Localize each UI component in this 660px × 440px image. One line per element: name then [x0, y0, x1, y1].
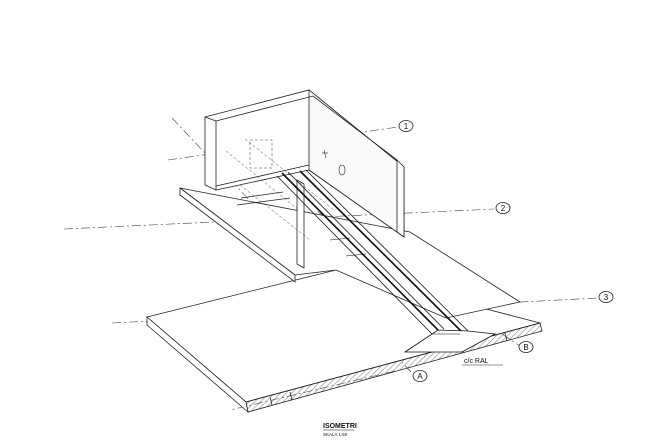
- wall-mark-1: [323, 149, 327, 159]
- wall-opening: [338, 164, 346, 176]
- hidden-panel: [249, 139, 273, 169]
- slab-notch-3: [504, 332, 508, 342]
- rear-platform: [179, 187, 522, 319]
- rail-right-a: [299, 170, 463, 333]
- axis-bubble-a: A: [412, 370, 428, 382]
- axis-bubble-1: 1: [398, 120, 414, 132]
- pit-top-edge: [215, 95, 398, 161]
- axis-2-label: 2: [501, 204, 506, 213]
- axis-bubble-2: 2: [495, 202, 511, 214]
- rail-spacing-label: c/c RAL: [464, 358, 489, 365]
- hidden-line-2: [225, 150, 301, 212]
- wall-details: [322, 149, 346, 176]
- platform-line-1: [240, 191, 284, 199]
- platform-line-2: [236, 197, 291, 206]
- axis-1-label: 1: [404, 122, 409, 131]
- hidden-line-1: [244, 138, 335, 211]
- rail-sleeper-1: [329, 237, 351, 241]
- pit-right-wall-edge: [396, 159, 405, 238]
- pit-left-wall-top: [204, 116, 217, 191]
- slab-left-edge: [146, 316, 249, 414]
- rail-right-b: [305, 169, 469, 332]
- slab-notch-2: [289, 391, 293, 401]
- drawing-scale: SKALA 1:50: [323, 432, 348, 437]
- slab-notch-1: [269, 396, 273, 406]
- axis-a-label: A: [417, 372, 423, 381]
- rail-left-b: [287, 171, 445, 330]
- rail-system: [276, 169, 497, 353]
- pit-box: [204, 89, 405, 269]
- title-block: ISOMETRI SKALA 1:50: [323, 423, 357, 437]
- grid-line-2: [63, 208, 495, 230]
- rail-end-ramp: [403, 329, 497, 353]
- axis-bubble-b: B: [518, 341, 534, 353]
- axis-b-label: B: [523, 343, 528, 352]
- pit-inner-bottom: [215, 164, 310, 187]
- axis-bubble-3: 3: [598, 291, 614, 303]
- rail-spacing-annotation: c/c RAL: [462, 358, 503, 366]
- rail-sleeper-2: [345, 253, 367, 257]
- hidden-lines: [225, 138, 335, 241]
- axis-3-label: 3: [604, 293, 609, 302]
- rail-left-a: [281, 172, 439, 331]
- drawing-title: ISOMETRI: [323, 423, 357, 430]
- platform-front-edge: [179, 187, 296, 283]
